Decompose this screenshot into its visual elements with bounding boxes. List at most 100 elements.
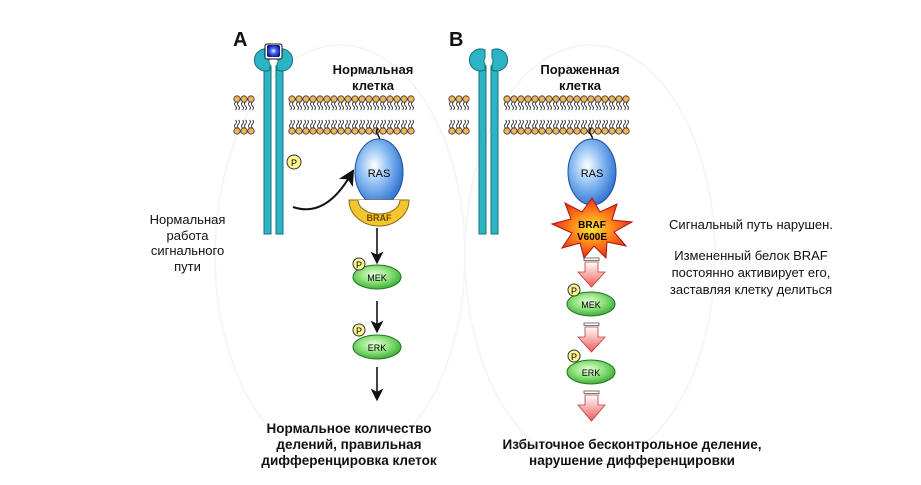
lipid-molecule — [295, 119, 303, 135]
note-line: пути — [174, 258, 201, 274]
outcome-line: Избыточное бесконтрольное деление, — [502, 437, 762, 452]
braf-protein-a: BRAF — [348, 199, 410, 227]
mek-protein-a: MEK P — [352, 257, 402, 290]
svg-text:ERK: ERK — [368, 343, 387, 353]
lipid-molecule — [240, 95, 248, 111]
lipid-molecule — [309, 95, 317, 111]
lipid-molecule — [531, 95, 539, 111]
lipid-molecule — [358, 95, 366, 111]
title-line: клетка — [559, 77, 601, 93]
lipid-molecule — [622, 119, 630, 135]
note-line: Измененный белок BRAF — [674, 247, 828, 263]
lipid-molecule — [580, 119, 588, 135]
lipid-molecule — [337, 95, 345, 111]
ligand-icon — [264, 43, 283, 60]
outcome-line: Нормальное количество — [266, 421, 432, 436]
lipid-molecule — [462, 119, 470, 135]
panel-label-a: A — [233, 29, 248, 51]
lipid-molecule — [455, 119, 463, 135]
background-shadow — [464, 44, 716, 466]
lipid-molecule — [309, 119, 317, 135]
lipid-molecule — [393, 119, 401, 135]
lipid-molecule — [580, 95, 588, 111]
lipid-molecule — [573, 119, 581, 135]
lipid-molecule — [351, 95, 359, 111]
amplified-arrow — [577, 322, 606, 353]
lipid-molecule — [386, 119, 394, 135]
lipid-molecule — [566, 95, 574, 111]
disrupted-pathway-note: Сигнальный путь нарушен. Измененный бело… — [640, 217, 862, 299]
note-line: сигнального — [150, 243, 225, 259]
note-spacer — [640, 234, 862, 248]
lipid-molecule — [503, 119, 511, 135]
lipid-molecule — [448, 95, 456, 111]
svg-text:RAS: RAS — [581, 168, 604, 180]
normal-outcome: Нормальное количество делений, правильна… — [244, 421, 454, 470]
svg-text:P: P — [571, 352, 577, 362]
title-line: клетка — [352, 77, 394, 93]
activation-arrow — [292, 169, 355, 211]
lipid-molecule — [344, 95, 352, 111]
svg-text:BRAF: BRAF — [367, 213, 392, 223]
lipid-molecule — [400, 119, 408, 135]
lipid-molecule — [233, 119, 241, 135]
lipid-molecule — [517, 95, 525, 111]
note-line: Нормальная — [149, 212, 226, 227]
normal-cell-title: Нормальная клетка — [318, 62, 428, 93]
lipid-molecule — [545, 119, 553, 135]
svg-text:P: P — [291, 158, 297, 168]
lipid-molecule — [545, 95, 553, 111]
lipid-molecule — [566, 119, 574, 135]
affected-cell-title: Пораженная клетка — [525, 62, 635, 93]
lipid-molecule — [531, 119, 539, 135]
lipid-molecule — [448, 119, 456, 135]
lipid-molecule — [608, 95, 616, 111]
outcome-line: нарушение дифференцировки — [529, 453, 735, 469]
outcome-line: делений, правильная — [276, 437, 422, 453]
svg-text:V600E: V600E — [577, 232, 607, 243]
svg-text:P: P — [356, 326, 362, 336]
lipid-molecule — [510, 119, 518, 135]
receptor-b — [468, 48, 509, 235]
amplified-arrow — [577, 390, 606, 422]
lipid-molecule — [372, 95, 380, 111]
lipid-molecule — [615, 95, 623, 111]
lipid-molecule — [365, 119, 373, 135]
erk-protein-b: ERK P — [566, 349, 616, 385]
lipid-molecule — [330, 95, 338, 111]
receptor-a — [253, 48, 294, 235]
lipid-molecule — [393, 95, 401, 111]
title-line: Пораженная — [540, 62, 620, 77]
svg-text:BRAF: BRAF — [578, 220, 606, 231]
panel-label-b: B — [449, 29, 464, 51]
lipid-molecule — [407, 95, 415, 111]
note-line: работа — [166, 227, 209, 243]
amplified-arrow — [577, 257, 606, 288]
lipid-molecule — [323, 95, 331, 111]
lipid-molecule — [601, 95, 609, 111]
lipid-molecule — [510, 95, 518, 111]
title-line: Нормальная — [332, 62, 414, 77]
lipid-molecule — [601, 119, 609, 135]
lipid-molecule — [608, 119, 616, 135]
svg-text:MEK: MEK — [367, 273, 387, 283]
note-line: Сигнальный путь нарушен. — [669, 217, 833, 232]
lipid-molecule — [462, 95, 470, 111]
lipid-molecule — [552, 119, 560, 135]
lipid-molecule — [594, 95, 602, 111]
lipid-molecule — [337, 119, 345, 135]
lipid-molecule — [323, 119, 331, 135]
lipid-molecule — [552, 95, 560, 111]
lipid-molecule — [379, 119, 387, 135]
lipid-molecule — [351, 119, 359, 135]
lipid-molecule — [233, 95, 241, 111]
lipid-molecule — [407, 119, 415, 135]
lipid-molecule — [302, 95, 310, 111]
svg-text:MEK: MEK — [581, 300, 601, 310]
lipid-molecule — [316, 95, 324, 111]
lipid-molecule — [386, 95, 394, 111]
lipid-molecule — [538, 119, 546, 135]
lipid-molecule — [330, 119, 338, 135]
braf-v600e-mutant: BRAF V600E — [550, 197, 634, 260]
